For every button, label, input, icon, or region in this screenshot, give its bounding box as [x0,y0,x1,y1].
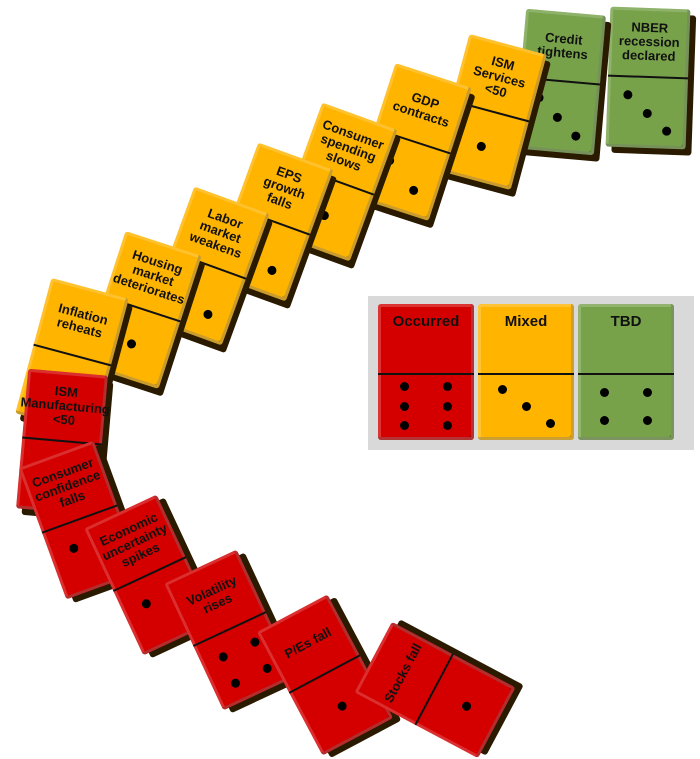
pip-dot [570,131,581,141]
pip-dot [442,401,452,411]
pip-dot [552,111,562,122]
domino-pips [378,372,474,440]
pip-dot [400,401,410,411]
domino-label: Mixed [478,304,574,375]
pip-dot [545,418,555,428]
pip-dot [600,416,610,426]
pip-dot [139,597,152,610]
pip-dot [497,384,507,394]
pip-dot [407,184,419,196]
domino-pips [606,77,688,150]
domino-label: ISM Manufacturing <50 [20,368,110,446]
pip-dot [475,140,487,152]
pip-dot [642,108,652,118]
pip-dot [201,308,214,320]
pip-dot [442,382,452,392]
pip-dot [216,650,229,663]
pip-dot [67,542,80,555]
pip-dot [442,420,452,430]
domino-pips [578,372,674,440]
domino-tbd: NBER recession declared [605,6,691,150]
pip-dot [229,677,242,690]
legend-mixed: Mixed [478,304,574,440]
pip-dot [125,337,137,349]
pip-dot [600,387,610,397]
pip-dot [521,401,531,411]
pip-dot [642,416,652,426]
pip-dot [622,90,633,100]
pip-dot [400,382,410,392]
domino-label: Occurred [378,304,474,375]
pip-dot [642,387,652,397]
pip-dot [459,700,472,713]
domino-label: TBD [578,304,674,375]
domino-pips [478,372,574,440]
legend-occurred: Occurred [378,304,474,440]
pip-dot [661,126,671,136]
pip-dot [335,699,348,712]
pip-dot [265,264,278,276]
pip-dot [318,209,330,221]
pip-dot [400,420,410,430]
domino-label: NBER recession declared [608,6,691,80]
domino-occurred: Stocks fall [354,621,516,759]
legend-tbd: TBD [578,304,674,440]
pip-dot [261,662,274,675]
